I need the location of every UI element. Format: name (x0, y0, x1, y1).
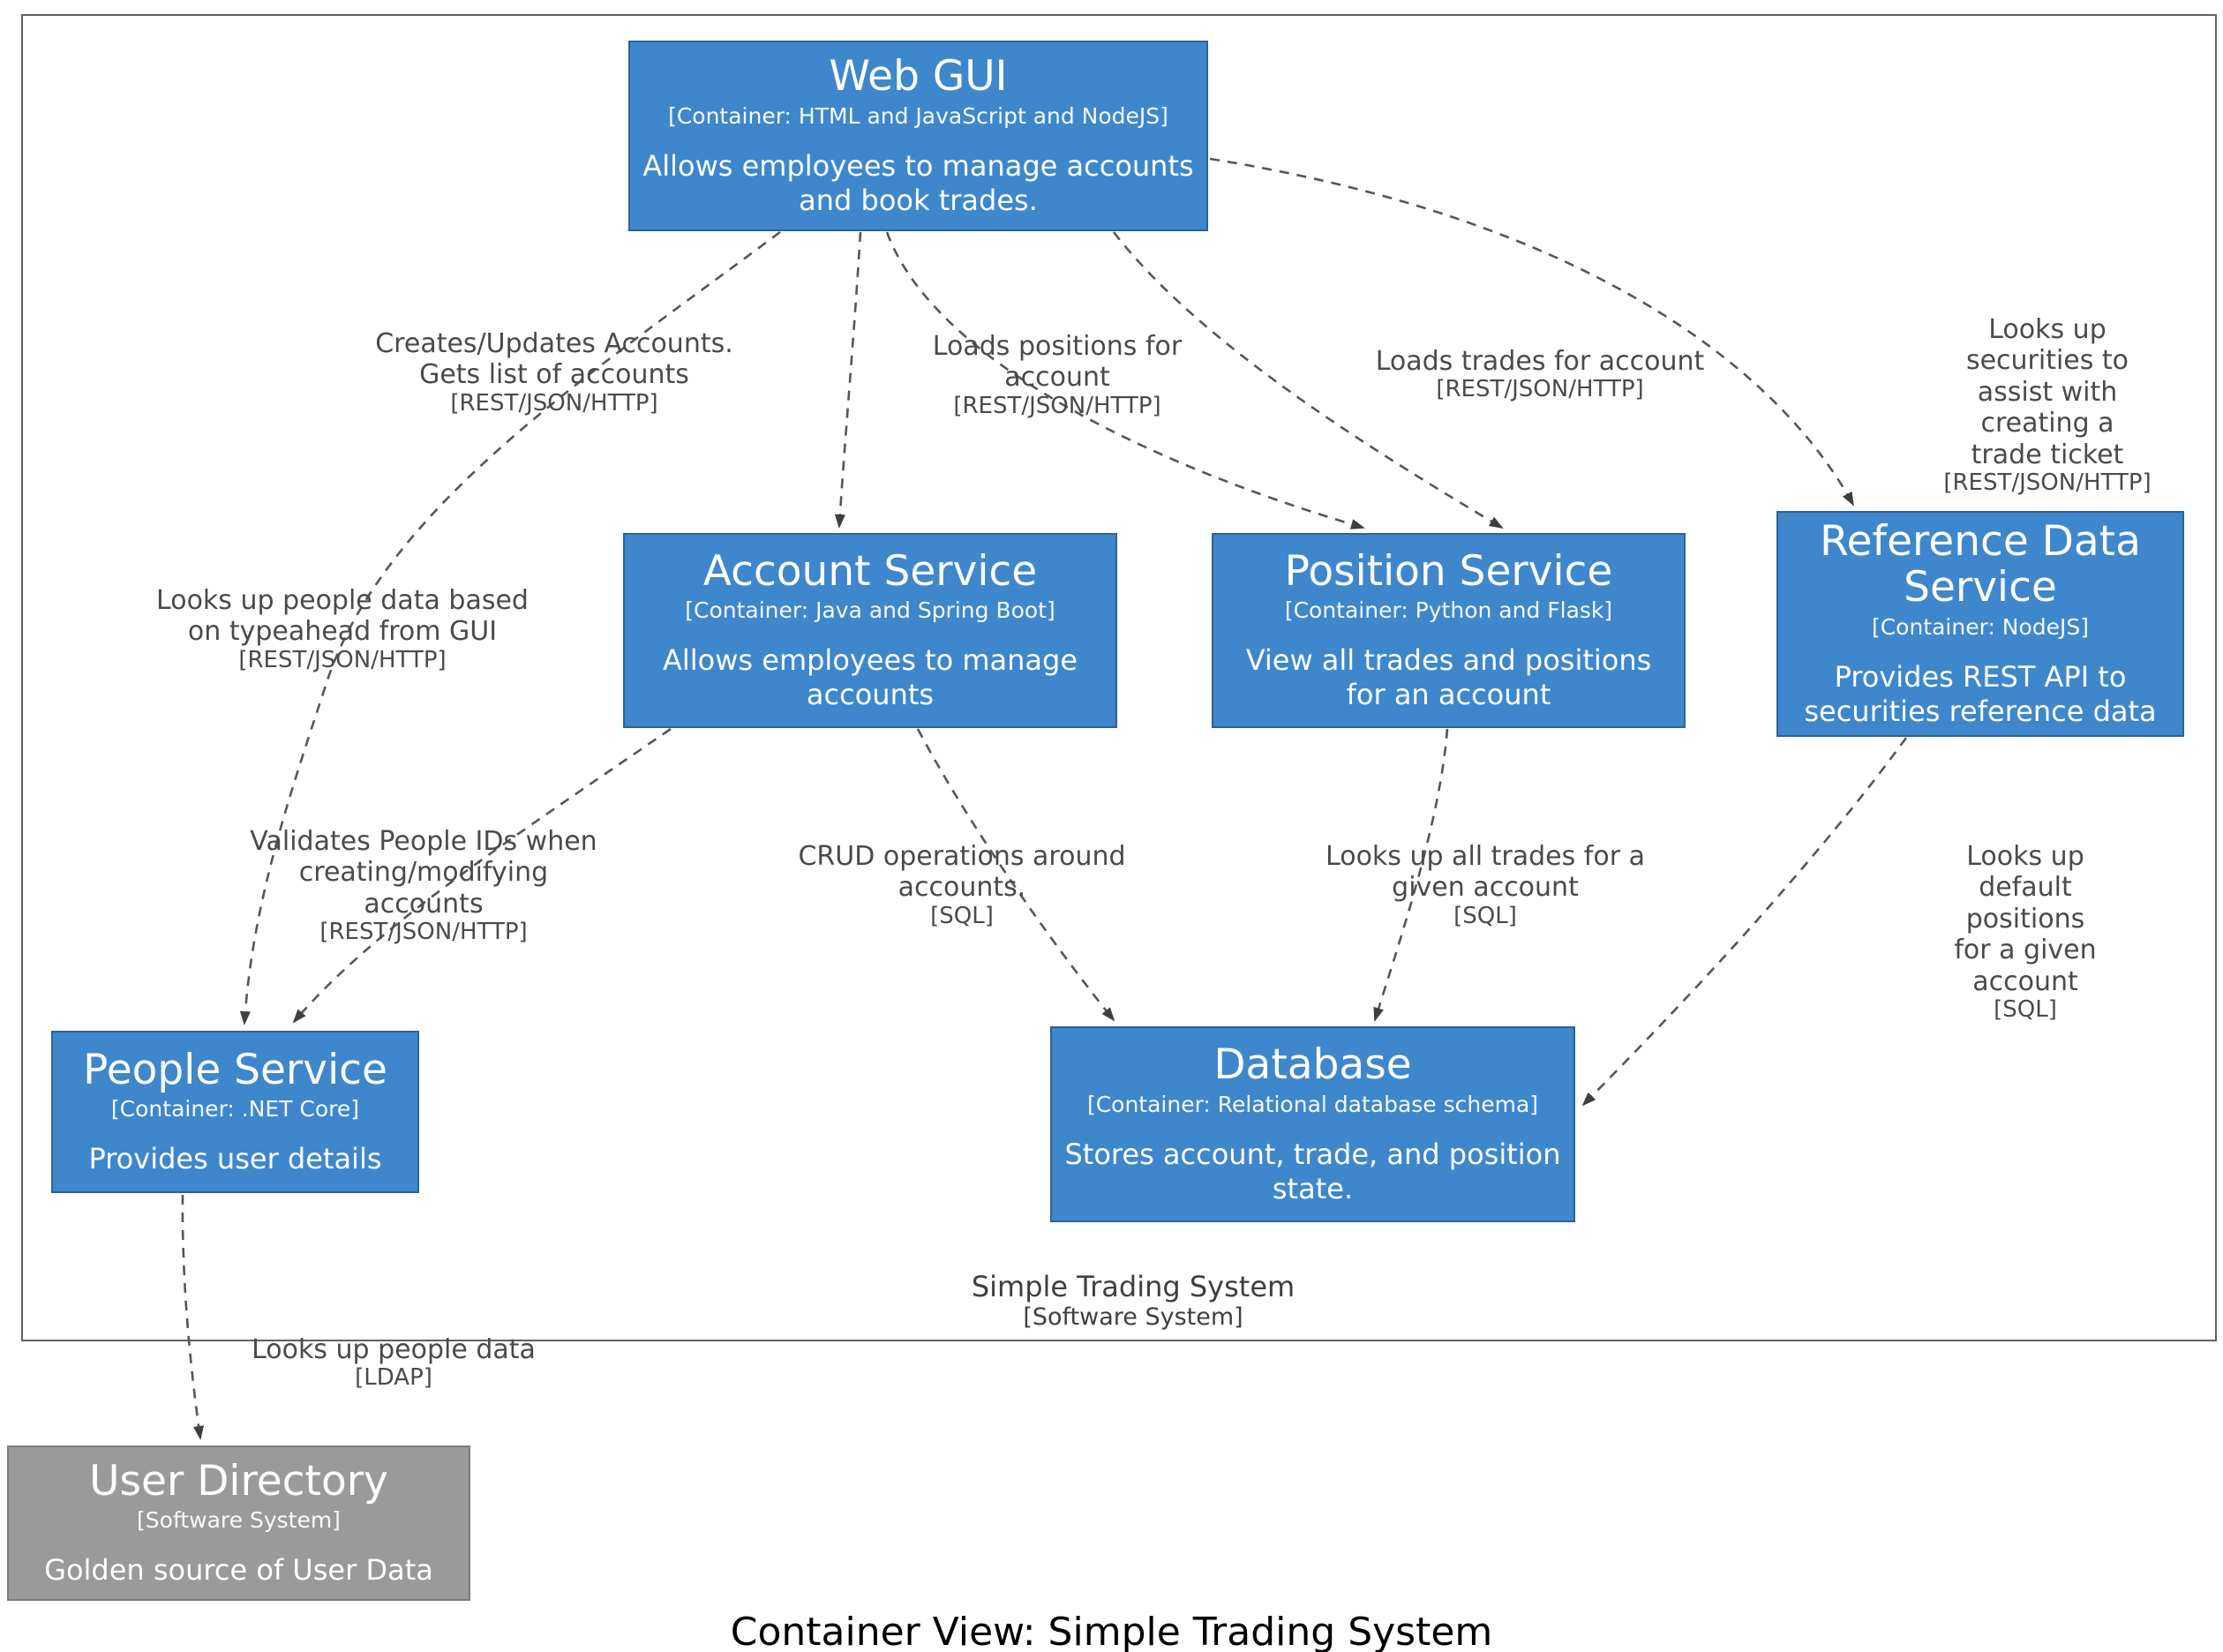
node-reference-data-service: Reference Data Service [Container: NodeJ… (1776, 511, 2184, 737)
node-account-service-meta: [Container: Java and Spring Boot] (685, 597, 1055, 624)
node-account-service-name: Account Service (702, 546, 1038, 596)
edge-label-people-userdir-tech: [LDAP] (355, 1364, 432, 1392)
node-reference-data-service-meta: [Container: NodeJS] (1871, 613, 2090, 640)
node-user-directory: User Directory [Software System] Golden … (7, 1446, 470, 1601)
node-user-directory-name: User Directory (89, 1456, 388, 1506)
node-database-meta: [Container: Relational database schema] (1086, 1091, 1539, 1117)
node-position-service-desc: View all trades and positions for an acc… (1245, 643, 1652, 712)
node-account-service-desc: Allows employees to manage accounts (662, 643, 1078, 712)
node-people-service-name: People Service (83, 1045, 387, 1094)
node-position-service: Position Service [Container: Python and … (1212, 533, 1686, 728)
boundary-meta: [Software System] (1023, 1303, 1243, 1331)
node-web-gui: Web GUI [Container: HTML and JavaScript … (628, 41, 1208, 231)
node-account-service: Account Service [Container: Java and Spr… (623, 533, 1117, 728)
node-web-gui-meta: [Container: HTML and JavaScript and Node… (668, 102, 1168, 129)
node-reference-data-service-name: Reference Data Service (1820, 516, 2141, 612)
boundary-name: Simple Trading System (971, 1270, 1295, 1303)
diagram-title: Container View: Simple Trading System (730, 1610, 1493, 1652)
node-people-service-meta: [Container: .NET Core] (110, 1096, 360, 1123)
node-database-desc: Stores account, trade, and position stat… (1064, 1137, 1561, 1205)
node-user-directory-desc: Golden source of User Data (44, 1553, 433, 1588)
node-people-service-desc: Provides user details (88, 1142, 382, 1176)
node-web-gui-name: Web GUI (829, 52, 1008, 101)
node-database: Database [Container: Relational database… (1050, 1026, 1575, 1222)
node-position-service-meta: [Container: Python and Flask] (1284, 597, 1613, 624)
edge-label-people-userdir: Looks up people data [LDAP] (252, 1334, 536, 1392)
node-position-service-name: Position Service (1284, 546, 1613, 596)
node-people-service: People Service [Container: .NET Core] Pr… (51, 1031, 419, 1193)
node-web-gui-desc: Allows employees to manage accounts and … (642, 148, 1194, 217)
node-user-directory-meta: [Software System] (137, 1507, 341, 1534)
system-boundary (21, 14, 2217, 1341)
node-reference-data-service-desc: Provides REST API to securities referenc… (1804, 660, 2157, 729)
node-database-name: Database (1213, 1040, 1412, 1090)
boundary-label: Simple Trading System [Software System] (972, 1271, 1295, 1331)
